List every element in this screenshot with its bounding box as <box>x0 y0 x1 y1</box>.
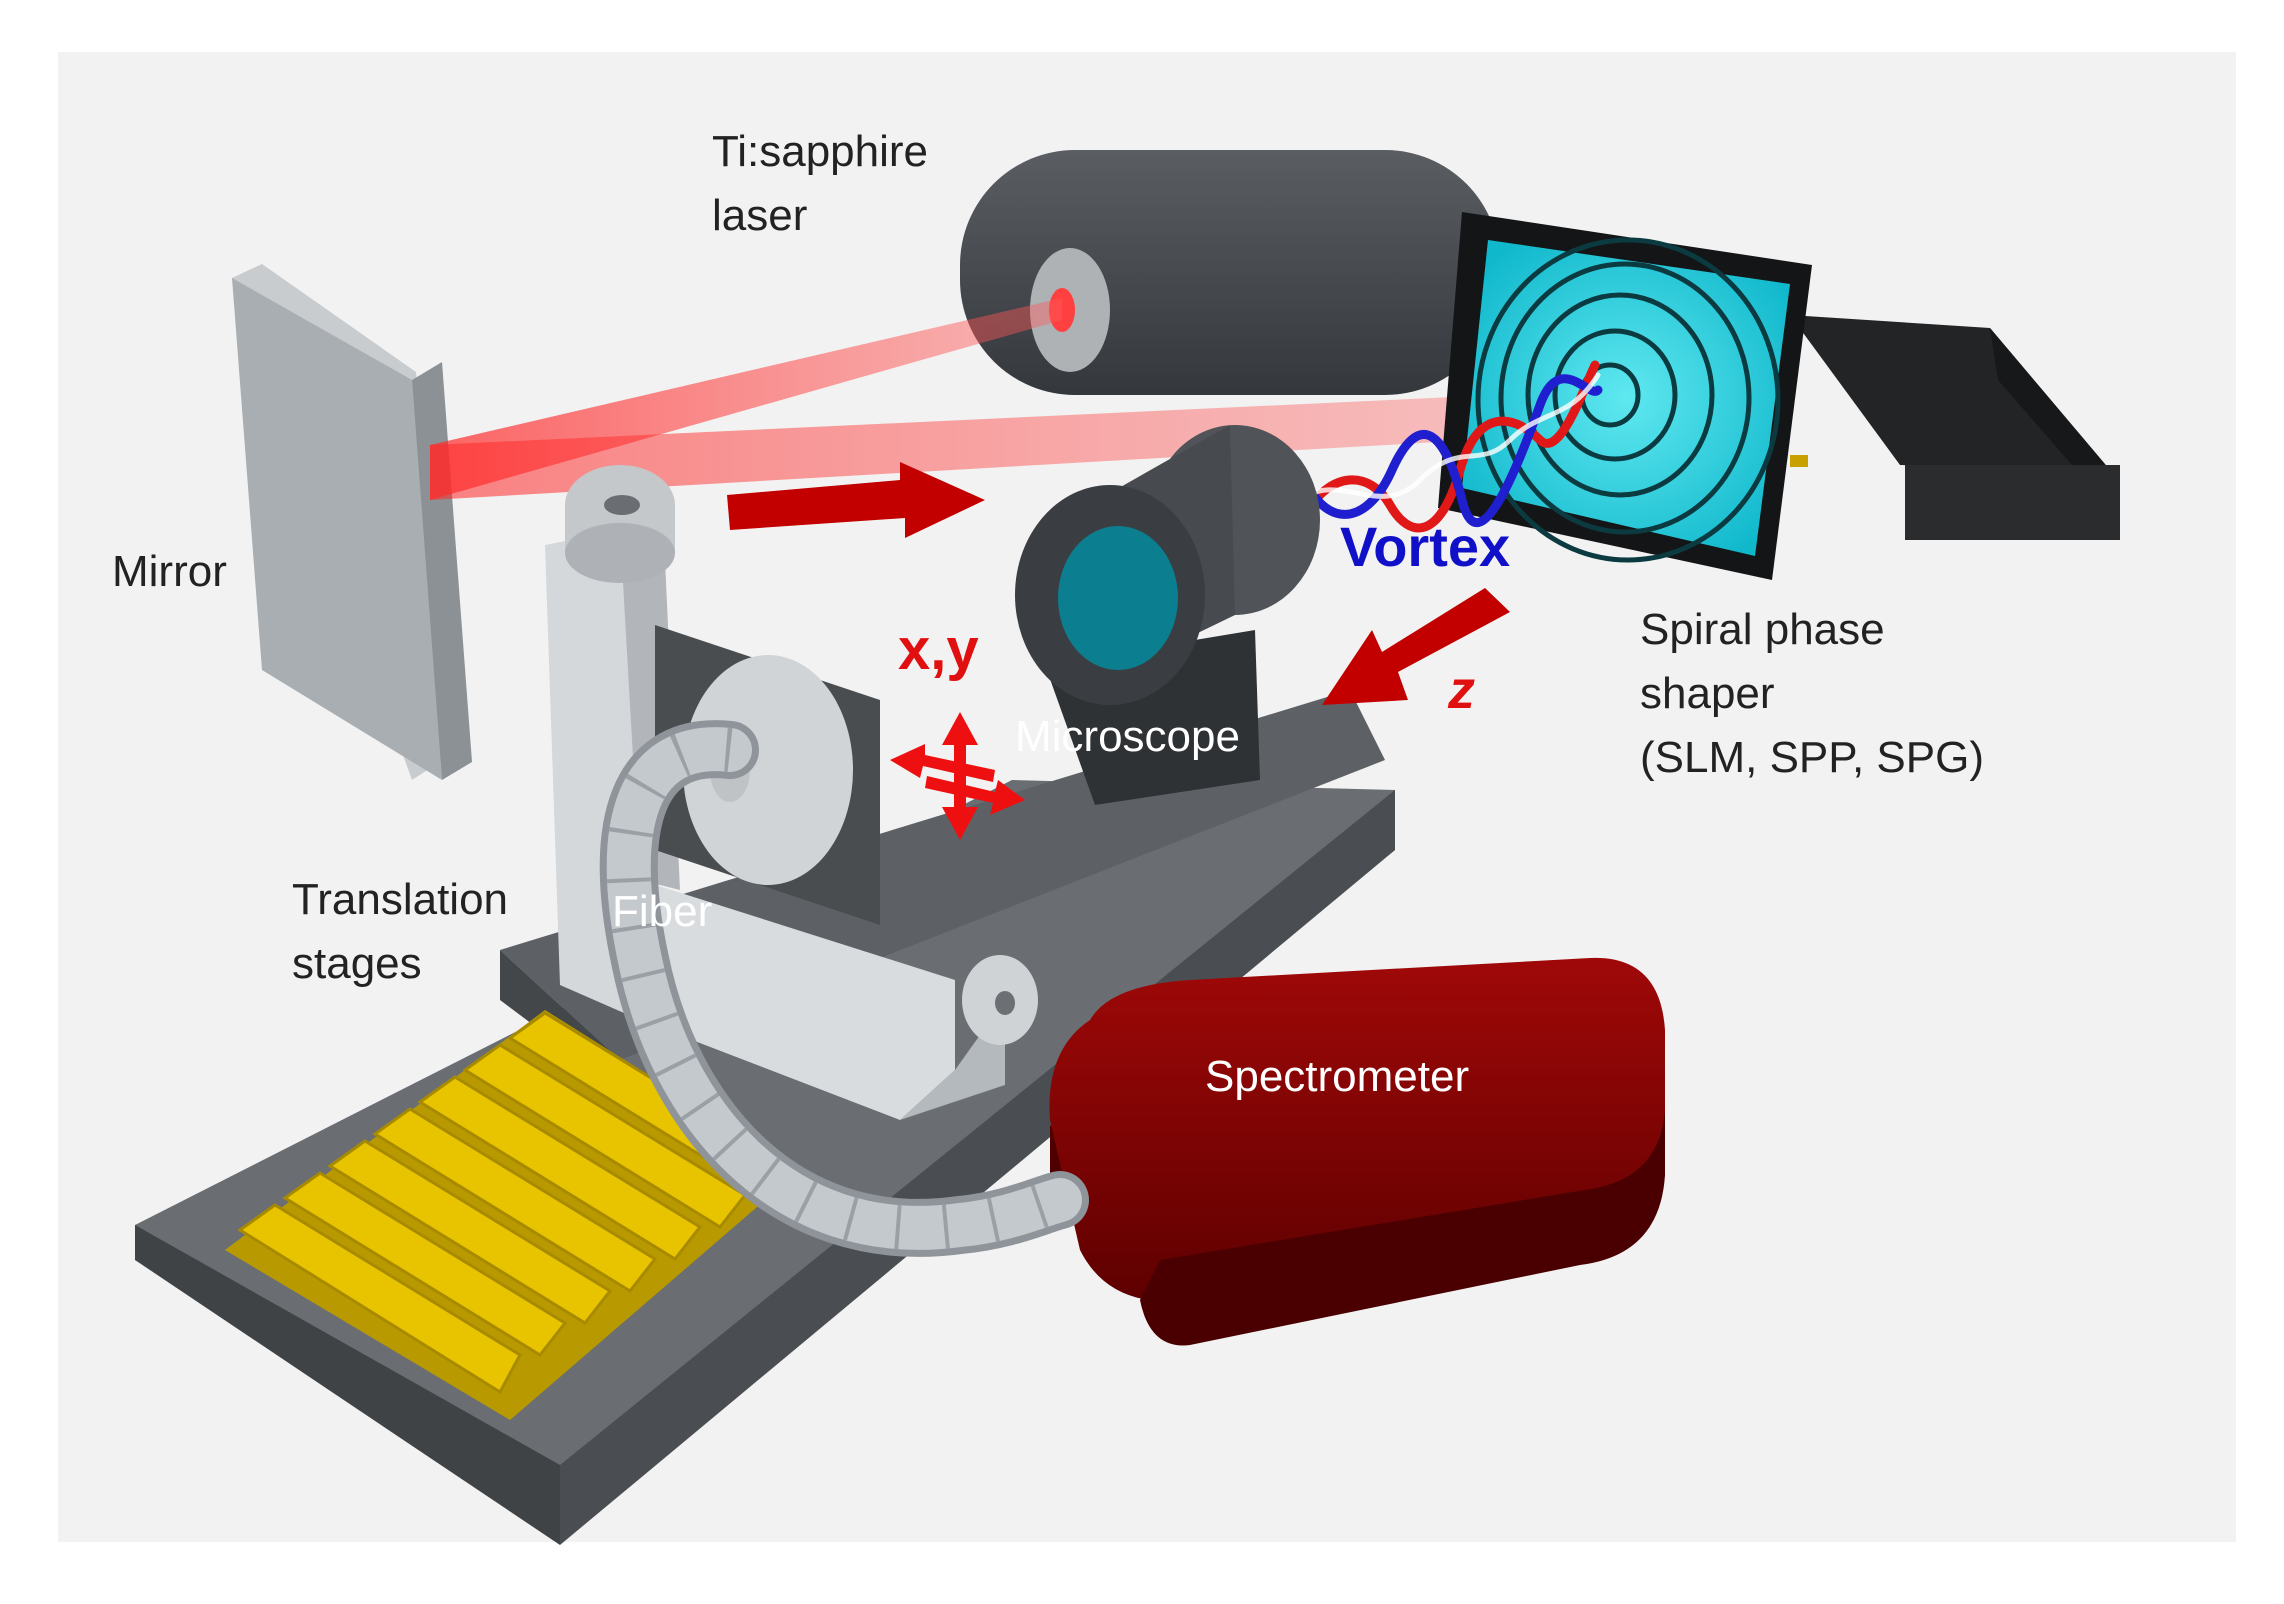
spiral-phase-shaper-label: Spiral phase shaper (SLM, SPP, SPG) <box>1640 598 1984 790</box>
z-label: z <box>1448 660 1475 720</box>
xy-direction-arrows <box>890 712 1025 840</box>
spiral-label-line-3: (SLM, SPP, SPG) <box>1640 733 1984 782</box>
laser-label-line-2: laser <box>712 191 808 240</box>
microscope <box>1015 425 1320 805</box>
translation-label-line-1: Translation <box>292 875 509 924</box>
microscope-label: Microscope <box>1015 712 1240 761</box>
translation-stages-label: Translation stages <box>292 868 508 996</box>
spectrometer <box>1049 957 1665 1346</box>
fiber <box>599 720 1089 1257</box>
translation-label-line-2: stages <box>292 939 422 988</box>
fiber-label: Fiber <box>612 887 713 936</box>
beam-direction-arrow <box>727 462 985 538</box>
vortex-label: Vortex <box>1340 515 1511 578</box>
spiral-label-line-1: Spiral phase <box>1640 605 1885 654</box>
xy-label: x,y <box>898 617 979 682</box>
mirror-label: Mirror <box>112 547 227 596</box>
laser-label-line-1: Ti:sapphire <box>712 127 929 176</box>
spiral-label-line-2: shaper <box>1640 669 1775 718</box>
gold-grating <box>225 1010 800 1420</box>
spiral-phase-shaper <box>1438 212 2120 580</box>
laser-beam <box>430 298 1560 500</box>
vortex-beam <box>1297 360 1603 533</box>
spectrometer-label: Spectrometer <box>1205 1052 1470 1101</box>
laser-label: Ti:sapphire laser <box>712 120 928 248</box>
z-direction-arrow <box>1322 588 1510 705</box>
ti-sapphire-laser <box>960 150 1500 395</box>
mirror <box>232 264 472 780</box>
